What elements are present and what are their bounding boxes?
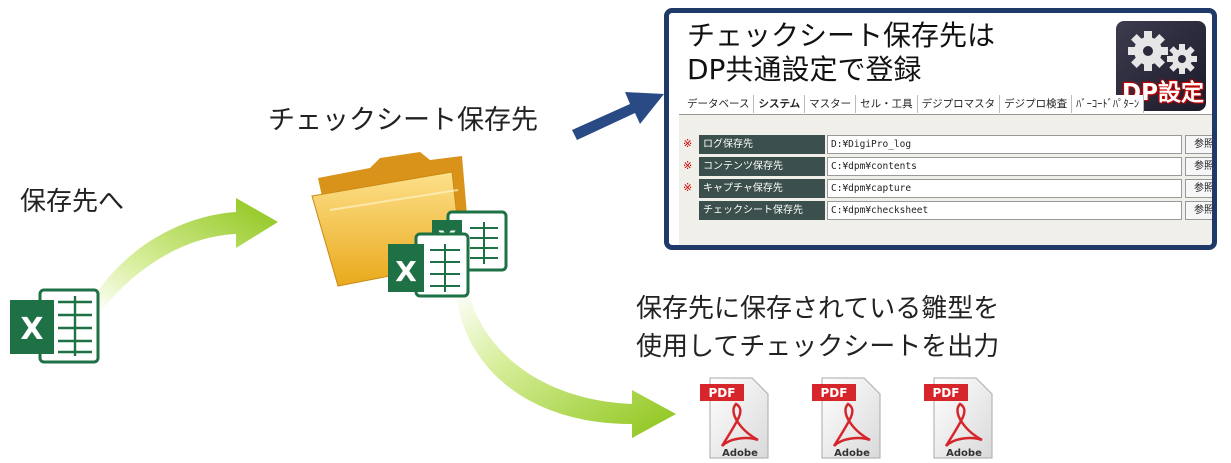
setting-label: ログ保存先 — [699, 135, 825, 154]
required-mark: ※ — [683, 159, 693, 172]
svg-text:Adobe: Adobe — [722, 448, 758, 459]
tab-system[interactable]: システム — [754, 95, 806, 113]
svg-text:X: X — [395, 255, 417, 288]
tab-cell-tool[interactable]: セル・工具 — [856, 95, 918, 113]
panel-title: チェックシート保存先は DP共通設定で登録 — [687, 19, 996, 86]
svg-text:PDF: PDF — [709, 386, 736, 400]
caption-save-to: 保存先へ — [20, 187, 125, 217]
settings-tabs: データベース システム マスター セル・工具 デジプロマスタ デジプロ検査 ﾊﾞ… — [683, 95, 1145, 113]
pdf-icon: PDF Adobe — [812, 377, 881, 459]
required-mark: ※ — [683, 181, 693, 194]
gear-icon — [1128, 31, 1197, 74]
excel-icon: X — [10, 288, 100, 364]
browse-button[interactable]: 参照 — [1185, 157, 1212, 176]
green-arrow-to-folder — [92, 198, 278, 312]
tab-database[interactable]: データベース — [683, 95, 755, 113]
svg-text:Adobe: Adobe — [946, 448, 982, 459]
browse-button[interactable]: 参照 — [1185, 201, 1212, 220]
excel-icon-stack: X X — [388, 210, 508, 298]
required-mark: ※ — [683, 137, 693, 150]
green-arrow-to-pdfs — [456, 290, 676, 438]
setting-row-contents: ※ コンテンツ保存先 C:¥dpm¥contents 参照 — [679, 157, 1212, 176]
setting-row-capture: ※ キャプチャ保存先 C:¥dpm¥capture 参照 — [679, 179, 1212, 198]
dp-settings-panel: チェックシート保存先は DP共通設定で登録 — [664, 8, 1217, 250]
caption-output-description: 保存先に保存されている雛型を 使用してチェックシートを出力 — [636, 294, 1000, 362]
setting-label: コンテンツ保存先 — [699, 157, 825, 176]
setting-row-checksheet: チェックシート保存先 C:¥dpm¥checksheet 参照 — [679, 201, 1212, 220]
svg-text:PDF: PDF — [821, 386, 848, 400]
tab-digipro-inspection[interactable]: デジプロ検査 — [1000, 95, 1073, 113]
tab-barcode-pattern[interactable]: ﾊﾞｰｺｰﾄﾞﾊﾟﾀｰﾝ — [1072, 95, 1145, 113]
tab-digipro-master[interactable]: デジプロマスタ — [917, 95, 1001, 113]
browse-button[interactable]: 参照 — [1185, 135, 1212, 154]
setting-label: チェックシート保存先 — [699, 201, 825, 220]
dp-settings-badge: DP設定 — [1116, 21, 1206, 111]
browse-button[interactable]: 参照 — [1185, 179, 1212, 198]
svg-text:X: X — [20, 312, 43, 347]
system-settings-body: ※ ログ保存先 D:¥DigiPro_log 参照 ※ コンテンツ保存先 C:¥… — [679, 114, 1212, 245]
capture-path-input[interactable]: C:¥dpm¥capture — [827, 179, 1182, 198]
setting-label: キャプチャ保存先 — [699, 179, 825, 198]
svg-text:PDF: PDF — [933, 386, 960, 400]
svg-text:Adobe: Adobe — [834, 448, 870, 459]
log-path-input[interactable]: D:¥DigiPro_log — [827, 135, 1182, 154]
setting-row-log: ※ ログ保存先 D:¥DigiPro_log 参照 — [679, 135, 1212, 154]
caption-checksheet-folder: チェックシート保存先 — [268, 105, 538, 136]
pdf-icon: PDF Adobe — [700, 377, 769, 459]
contents-path-input[interactable]: C:¥dpm¥contents — [827, 157, 1182, 176]
tab-master[interactable]: マスター — [805, 95, 857, 113]
pdf-icon: PDF Adobe — [924, 377, 993, 459]
checksheet-path-input[interactable]: C:¥dpm¥checksheet — [827, 201, 1182, 220]
blue-arrow-to-panel — [572, 92, 664, 140]
